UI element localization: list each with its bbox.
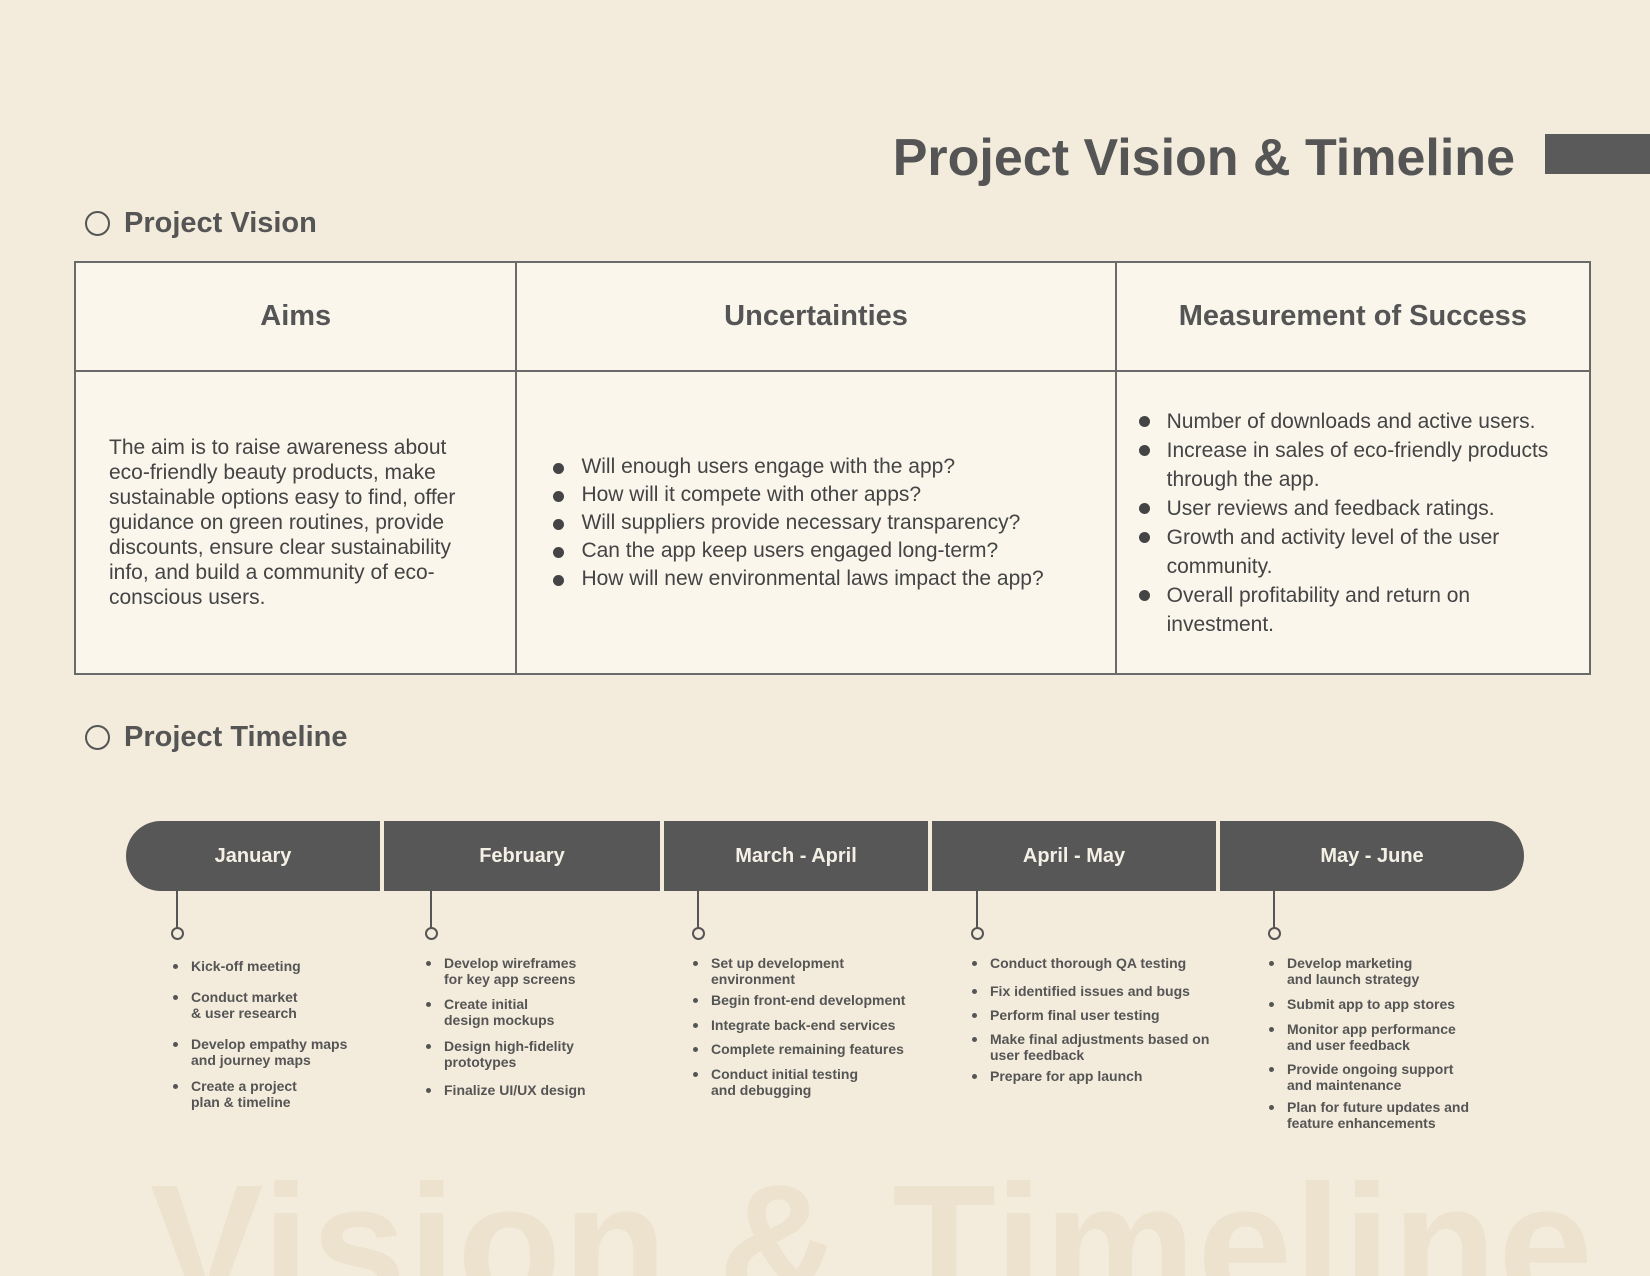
- success-cell: Number of downloads and active users. In…: [1114, 370, 1592, 675]
- phase-tasks-march-april: Set up development environment Begin fro…: [693, 955, 938, 1098]
- task-item: Create a project plan & timeline: [173, 1078, 308, 1110]
- task-item: Complete remaining features: [693, 1041, 933, 1057]
- watermark-text: Vision & Timeline: [150, 1150, 1595, 1276]
- aims-header: Aims: [73, 261, 518, 372]
- timeline-node: [171, 927, 184, 940]
- list-item: How will new environmental laws impact t…: [553, 566, 1096, 591]
- task-item: Conduct market & user research: [173, 989, 308, 1021]
- task-item: Integrate back-end services: [693, 1017, 933, 1033]
- task-item: Begin front-end development: [693, 992, 933, 1008]
- task-item: Conduct initial testing and debugging: [693, 1066, 873, 1098]
- timeline-bar: January February March - April April - M…: [126, 821, 1524, 891]
- vision-section-header: Project Vision: [85, 207, 317, 240]
- phase-march-april: March - April: [664, 821, 928, 891]
- task-item: Develop empathy maps and journey maps: [173, 1036, 363, 1068]
- phase-february: February: [384, 821, 660, 891]
- task-item: Design high-fidelity prototypes: [426, 1038, 591, 1070]
- list-item: Increase in sales of eco-friendly produc…: [1138, 436, 1575, 494]
- task-item: Monitor app performance and user feedbac…: [1269, 1021, 1484, 1053]
- task-item: Prepare for app launch: [972, 1068, 1227, 1084]
- list-item: Overall profitability and return on inve…: [1138, 581, 1575, 639]
- timeline-node: [425, 927, 438, 940]
- task-item: Submit app to app stores: [1269, 996, 1494, 1012]
- timeline-connector: [1273, 891, 1275, 930]
- timeline-connector: [697, 891, 699, 930]
- task-item: Make final adjustments based on user fee…: [972, 1031, 1212, 1063]
- uncertainties-cell: Will enough users engage with the app? H…: [515, 370, 1117, 675]
- success-header: Measurement of Success: [1114, 261, 1592, 372]
- uncertainties-list: Will enough users engage with the app? H…: [553, 454, 1096, 591]
- timeline-connector: [430, 891, 432, 930]
- task-item: Fix identified issues and bugs: [972, 983, 1227, 999]
- task-item: Kick-off meeting: [173, 958, 303, 974]
- circle-bullet-icon: [85, 211, 110, 236]
- title-accent-bar: [1545, 134, 1650, 174]
- phase-tasks-january: Kick-off meeting Conduct market & user r…: [173, 955, 373, 1110]
- phase-tasks-may-june: Develop marketing and launch strategy Su…: [1269, 955, 1499, 1131]
- phase-april-may: April - May: [932, 821, 1216, 891]
- timeline-heading: Project Timeline: [124, 721, 348, 753]
- list-item: Will suppliers provide necessary transpa…: [553, 510, 1096, 535]
- phase-tasks-april-may: Conduct thorough QA testing Fix identifi…: [972, 955, 1232, 1084]
- task-item: Finalize UI/UX design: [426, 1082, 611, 1098]
- task-item: Develop marketing and launch strategy: [1269, 955, 1439, 987]
- timeline-node: [1268, 927, 1281, 940]
- uncertainties-header: Uncertainties: [515, 261, 1117, 372]
- task-item: Set up development environment: [693, 955, 863, 987]
- phase-tasks-february: Develop wireframes for key app screens C…: [426, 955, 626, 1098]
- vision-heading: Project Vision: [124, 207, 317, 239]
- phase-may-june: May - June: [1220, 821, 1524, 891]
- task-item: Develop wireframes for key app screens: [426, 955, 591, 987]
- task-item: Conduct thorough QA testing: [972, 955, 1227, 971]
- list-item: Can the app keep users engaged long-term…: [553, 538, 1096, 563]
- timeline-connector: [976, 891, 978, 930]
- success-list: Number of downloads and active users. In…: [1138, 407, 1575, 639]
- task-item: Create initial design mockups: [426, 996, 556, 1028]
- circle-bullet-icon: [85, 725, 110, 750]
- task-item: Provide ongoing support and maintenance: [1269, 1061, 1469, 1093]
- list-item: Number of downloads and active users.: [1138, 407, 1575, 436]
- timeline-connector: [176, 891, 178, 930]
- page-title: Project Vision & Timeline: [892, 129, 1515, 187]
- timeline-node: [692, 927, 705, 940]
- timeline-section-header: Project Timeline: [85, 721, 348, 754]
- timeline-node: [971, 927, 984, 940]
- list-item: How will it compete with other apps?: [553, 482, 1096, 507]
- list-item: User reviews and feedback ratings.: [1138, 494, 1575, 523]
- list-item: Will enough users engage with the app?: [553, 454, 1096, 479]
- task-item: Plan for future updates and feature enha…: [1269, 1099, 1494, 1131]
- aims-text: The aim is to raise awareness about eco-…: [109, 436, 456, 609]
- list-item: Growth and activity level of the user co…: [1138, 523, 1575, 581]
- phase-january: January: [126, 821, 380, 891]
- aims-cell: The aim is to raise awareness about eco-…: [73, 370, 518, 675]
- vision-table: Aims Uncertainties Measurement of Succes…: [73, 261, 1592, 675]
- task-item: Perform final user testing: [972, 1007, 1227, 1023]
